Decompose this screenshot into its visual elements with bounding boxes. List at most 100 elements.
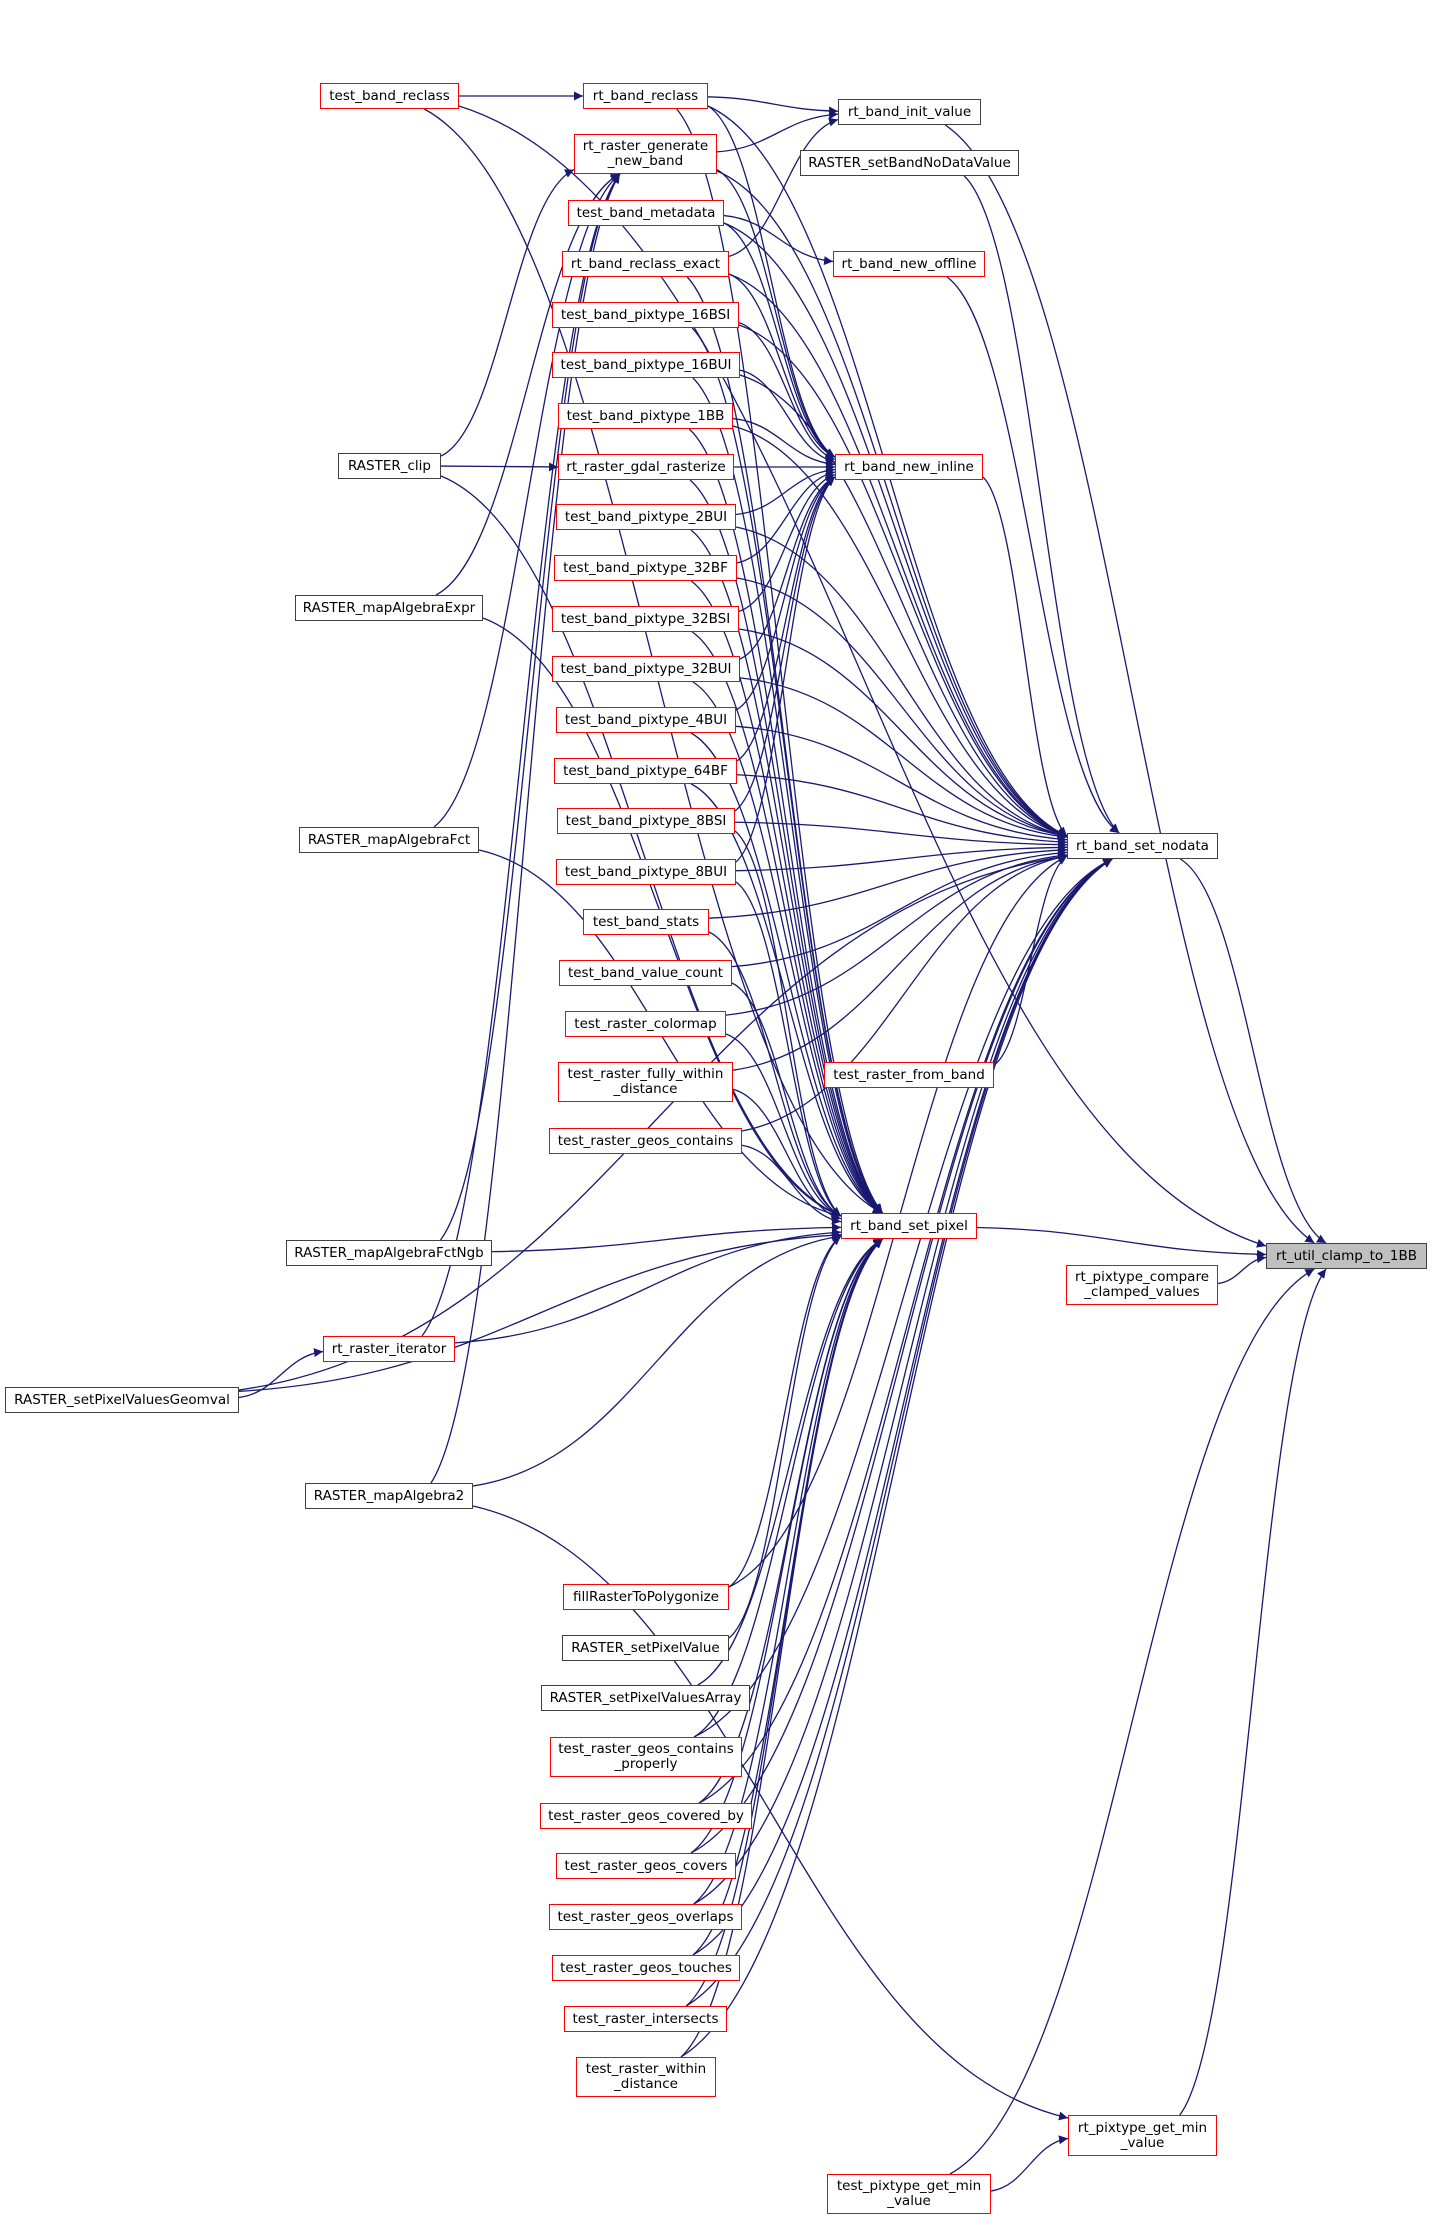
node-test-band-pixtype-1bb[interactable]: test_band_pixtype_1BB: [558, 403, 733, 429]
edge-test_band_pixtype_8BUI-to-rt_band_new_inline: [735, 476, 836, 863]
edge-rt_pixtype_get_min_value-to-rt_util_clamp_to_1BB: [1179, 1268, 1327, 2116]
edge-RASTER_clip-to-rt_raster_generate_new_band: [440, 169, 575, 457]
node-rt-pixtype-compare-clamped-values[interactable]: rt_pixtype_compare _clamped_values: [1066, 1265, 1218, 1305]
node-rt-band-init-value[interactable]: rt_band_init_value: [838, 99, 981, 125]
edge-test_raster_from_band-to-rt_band_set_nodata: [993, 855, 1068, 1066]
node-rt-band-reclass[interactable]: rt_band_reclass: [583, 83, 708, 109]
node-test-raster-geos-touches[interactable]: test_raster_geos_touches: [552, 1955, 740, 1981]
edge-test_band_pixtype_32BSI-to-rt_band_set_nodata: [738, 628, 1068, 840]
edge-RASTER_setPixelValuesGeomval-to-rt_band_set_pixel: [238, 1230, 842, 1392]
edge-fillRasterToPolygonize-to-rt_band_set_pixel: [728, 1235, 842, 1588]
edge-test_raster_intersects-to-rt_band_set_nodata: [685, 858, 1113, 2007]
node-raster-setpixelvaluesgeomval[interactable]: RASTER_setPixelValuesGeomval: [5, 1387, 239, 1413]
edge-test_band_pixtype_1BB-to-rt_band_new_inline: [732, 417, 836, 469]
node-rt-band-set-nodata[interactable]: rt_band_set_nodata: [1067, 833, 1218, 859]
edge-test_band_pixtype_1BB-to-rt_band_set_nodata: [732, 425, 1068, 838]
edge-RASTER_setPixelValuesArray-to-rt_band_set_pixel: [697, 1238, 883, 1686]
node-test-raster-geos-covered-by[interactable]: test_raster_geos_covered_by: [540, 1803, 752, 1829]
edge-test_band_pixtype_16BUI-to-rt_band_set_nodata: [739, 374, 1068, 838]
node-raster-mapalgebra2[interactable]: RASTER_mapAlgebra2: [305, 1483, 473, 1509]
node-raster-clip[interactable]: RASTER_clip: [338, 453, 441, 479]
node-raster-setbandnodatavalue[interactable]: RASTER_setBandNoDataValue: [800, 150, 1019, 176]
node-rt-raster-gdal-rasterize[interactable]: rt_raster_gdal_rasterize: [558, 454, 734, 480]
edge-test_band_value_count-to-rt_band_set_pixel: [731, 982, 842, 1217]
node-rt-raster-iterator[interactable]: rt_raster_iterator: [323, 1336, 455, 1362]
node-test-band-pixtype-16bui[interactable]: test_band_pixtype_16BUI: [552, 352, 740, 378]
node-rt-band-reclass-exact[interactable]: rt_band_reclass_exact: [562, 251, 729, 277]
node-test-band-pixtype-32bf[interactable]: test_band_pixtype_32BF: [554, 555, 737, 581]
edge-RASTER_clip-to-rt_band_set_pixel: [440, 475, 842, 1217]
node-test-band-reclass[interactable]: test_band_reclass: [320, 83, 459, 109]
edge-rt_band_reclass_exact-to-rt_band_init_value: [728, 117, 839, 258]
node-rt-pixtype-get-min-value[interactable]: rt_pixtype_get_min _value: [1068, 2115, 1217, 2156]
edge-test_pixtype_get_min_value-to-rt_pixtype_get_min_value: [990, 2135, 1069, 2192]
edge-test_band_pixtype_2BUI-to-rt_band_new_inline: [735, 465, 836, 516]
node-test-band-pixtype-8bui[interactable]: test_band_pixtype_8BUI: [556, 859, 736, 885]
edge-test_band_pixtype_8BUI-to-rt_band_set_pixel: [735, 881, 842, 1217]
edge-test_band_pixtype_8BSI-to-rt_band_set_nodata: [734, 821, 1068, 850]
node-rt-band-set-pixel[interactable]: rt_band_set_pixel: [841, 1213, 977, 1239]
edge-RASTER_setPixelValue-to-rt_band_set_pixel: [728, 1235, 842, 1639]
edge-test_band_pixtype_2BUI-to-rt_band_set_nodata: [735, 526, 1068, 839]
edge-rt_raster_gdal_rasterize-to-rt_band_set_pixel: [689, 479, 884, 1214]
edge-rt_band_reclass-to-rt_band_init_value: [707, 96, 839, 116]
node-test-raster-geos-contains[interactable]: test_raster_geos_contains: [549, 1128, 742, 1154]
node-test-raster-within-distance[interactable]: test_raster_within _distance: [576, 2057, 716, 2097]
edge-test_band_pixtype_32BUI-to-rt_band_new_inline: [739, 476, 836, 660]
edge-test_raster_colormap-to-rt_band_set_pixel: [725, 1033, 842, 1218]
node-rt-raster-generate-new-band[interactable]: rt_raster_generate _new_band: [574, 134, 717, 174]
node-rt-band-new-inline[interactable]: rt_band_new_inline: [835, 454, 983, 480]
edge-rt_band_new_inline-to-rt_band_set_nodata: [982, 476, 1068, 837]
node-test-band-value-count[interactable]: test_band_value_count: [559, 960, 732, 986]
node-raster-setpixelvaluesarray[interactable]: RASTER_setPixelValuesArray: [541, 1685, 750, 1711]
node-test-raster-fully-within-distance[interactable]: test_raster_fully_within _distance: [558, 1062, 733, 1102]
edge-test_raster_geos_contains-to-rt_band_set_pixel: [741, 1144, 842, 1225]
node-test-raster-geos-contains-properly[interactable]: test_raster_geos_contains _properly: [550, 1737, 742, 1777]
node-fillrastertopolygonize[interactable]: fillRasterToPolygonize: [563, 1584, 729, 1610]
edge-test_band_pixtype_4BUI-to-rt_band_new_inline: [735, 476, 836, 711]
edge-test_band_metadata-to-rt_band_new_offline: [723, 214, 834, 266]
node-test-raster-intersects[interactable]: test_raster_intersects: [564, 2006, 727, 2032]
node-test-band-metadata[interactable]: test_band_metadata: [568, 200, 724, 226]
edge-RASTER_mapAlgebra2-to-rt_raster_generate_new_band: [430, 173, 621, 1484]
edge-test_band_pixtype_16BUI-to-rt_band_set_pixel: [692, 377, 884, 1214]
node-raster-setpixelvalue[interactable]: RASTER_setPixelValue: [562, 1635, 729, 1661]
edge-test_band_pixtype_32BUI-to-rt_band_set_nodata: [739, 677, 1068, 841]
node-test-raster-geos-covers[interactable]: test_raster_geos_covers: [556, 1853, 736, 1879]
node-test-band-pixtype-64bf[interactable]: test_band_pixtype_64BF: [554, 758, 737, 784]
node-test-band-pixtype-2bui[interactable]: test_band_pixtype_2BUI: [556, 504, 736, 530]
edge-test_raster_geos_touches-to-rt_band_set_nodata: [692, 858, 1113, 1956]
node-rt-util-clamp-to-1bb[interactable]: rt_util_clamp_to_1BB: [1266, 1243, 1427, 1269]
edge-test_band_pixtype_16BSI-to-rt_band_set_nodata: [738, 324, 1068, 838]
edge-test_band_pixtype_16BSI-to-rt_band_set_pixel: [691, 327, 884, 1214]
node-rt-band-new-offline[interactable]: rt_band_new_offline: [833, 251, 985, 277]
edge-rt_band_init_value-to-rt_util_clamp_to_1BB: [944, 124, 1315, 1244]
node-test-band-pixtype-4bui[interactable]: test_band_pixtype_4BUI: [556, 707, 736, 733]
edge-test_raster_within_distance-to-rt_band_set_nodata: [680, 858, 1113, 2058]
edge-rt_band_reclass_exact-to-rt_band_set_nodata: [728, 273, 1068, 838]
edge-test_raster_geos_contains_properly-to-rt_band_set_nodata: [693, 858, 1113, 1738]
node-test-raster-geos-overlaps[interactable]: test_raster_geos_overlaps: [549, 1904, 742, 1930]
edge-test_band_pixtype_16BUI-to-rt_band_new_inline: [739, 369, 836, 465]
edge-test_raster_geos_overlaps-to-rt_band_set_pixel: [693, 1238, 884, 1905]
node-test-raster-colormap[interactable]: test_raster_colormap: [565, 1011, 726, 1037]
edge-test_raster_geos_contains-to-rt_band_set_nodata: [741, 853, 1068, 1132]
node-test-band-pixtype-8bsi[interactable]: test_band_pixtype_8BSI: [557, 808, 735, 834]
edge-test_raster_geos_contains_properly-to-rt_band_set_pixel: [693, 1238, 884, 1738]
edge-rt_band_reclass-to-rt_band_new_inline: [707, 105, 836, 458]
node-raster-mapalgebrafctngb[interactable]: RASTER_mapAlgebraFctNgb: [286, 1240, 492, 1266]
edge-test_band_pixtype_64BF-to-rt_band_new_inline: [736, 476, 836, 762]
node-raster-mapalgebrafct[interactable]: RASTER_mapAlgebraFct: [299, 827, 479, 853]
edge-RASTER_clip-to-rt_raster_gdal_rasterize: [440, 462, 559, 472]
node-test-pixtype-get-min-value[interactable]: test_pixtype_get_min _value: [827, 2174, 991, 2214]
node-test-band-pixtype-32bui[interactable]: test_band_pixtype_32BUI: [552, 656, 740, 682]
node-test-band-pixtype-32bsi[interactable]: test_band_pixtype_32BSI: [552, 606, 739, 632]
node-test-raster-from-band[interactable]: test_raster_from_band: [824, 1062, 994, 1088]
node-test-band-stats[interactable]: test_band_stats: [583, 909, 709, 935]
node-test-band-pixtype-16bsi[interactable]: test_band_pixtype_16BSI: [552, 302, 739, 328]
node-raster-mapalgebraexpr[interactable]: RASTER_mapAlgebraExpr: [295, 595, 483, 621]
edge-test_raster_fully_within_distance-to-rt_band_set_pixel: [732, 1088, 842, 1221]
edge-test_raster_geos_overlaps-to-rt_band_set_nodata: [693, 858, 1113, 1905]
edge-test_band_pixtype_64BF-to-rt_band_set_nodata: [736, 774, 1068, 847]
edge-rt_pixtype_compare_clamped_values-to-rt_util_clamp_to_1BB: [1217, 1254, 1267, 1285]
